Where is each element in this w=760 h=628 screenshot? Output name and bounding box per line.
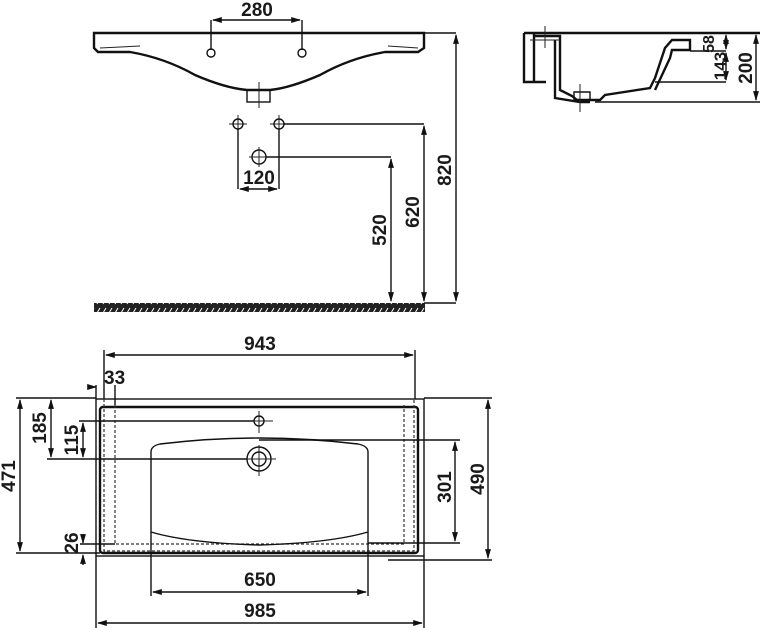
basin-outer-outline <box>95 398 425 557</box>
drain-hole <box>245 445 276 476</box>
dim-label-280: 280 <box>241 0 273 21</box>
bowl-outline <box>150 437 369 546</box>
dim-label-185: 185 <box>30 412 51 444</box>
side-view: 58 143 200 <box>522 26 760 112</box>
basin-inner-outline <box>98 405 420 555</box>
dim-label-820: 820 <box>435 154 456 186</box>
cabinet-outline-dashed <box>103 399 415 552</box>
dim-label-143: 143 <box>711 52 730 80</box>
dim-label-33: 33 <box>104 368 125 389</box>
dim-label-943: 943 <box>244 334 276 355</box>
dim-label-200: 200 <box>736 52 757 84</box>
dim-label-58: 58 <box>701 35 718 53</box>
floor-hatch <box>94 303 425 312</box>
basin-side-outline <box>522 31 760 104</box>
top-view: 943 33 471 185 115 26 301 490 650 <box>0 334 492 628</box>
dim-label-471: 471 <box>0 460 20 492</box>
dim-label-650: 650 <box>244 570 276 591</box>
dim-label-301: 301 <box>435 471 456 503</box>
rim-detail <box>99 45 419 49</box>
tap-hole <box>249 411 273 433</box>
dim-label-115: 115 <box>62 424 83 455</box>
tap-hole-left <box>206 48 216 58</box>
tap-hole-right <box>297 48 307 58</box>
basin-front-outline <box>92 31 426 92</box>
dim-label-620: 620 <box>403 196 424 228</box>
dim-label-490: 490 <box>468 463 489 495</box>
dim-label-120: 120 <box>243 168 275 189</box>
dim-label-520: 520 <box>370 214 391 246</box>
dim-label-26: 26 <box>62 532 83 553</box>
front-view: 280 120 520 620 820 <box>92 0 459 312</box>
dim-label-985: 985 <box>244 601 276 622</box>
